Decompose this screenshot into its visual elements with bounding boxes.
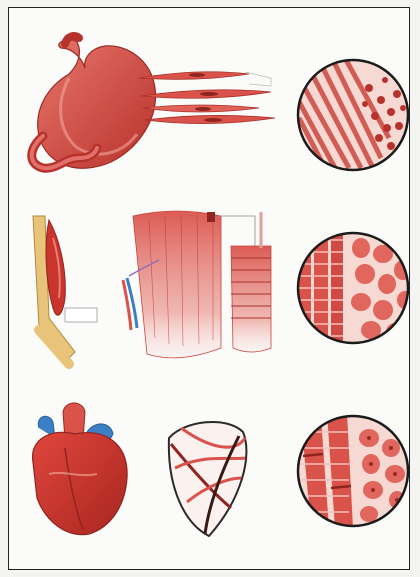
muscle-types-plate xyxy=(8,7,410,570)
arm-muscle-illustration xyxy=(33,216,97,364)
illustration-canvas xyxy=(9,8,411,571)
smooth-muscle-fibers xyxy=(139,72,275,124)
stomach-illustration xyxy=(32,36,156,168)
skeletal-muscle-bundle xyxy=(123,211,271,358)
cardiac-muscle-micrograph xyxy=(298,413,408,528)
skeletal-muscle-micrograph xyxy=(297,228,411,348)
heart-illustration xyxy=(33,403,128,535)
smooth-muscle-micrograph xyxy=(297,58,408,170)
cardiac-muscle-wall xyxy=(169,422,247,536)
myofibril-stack xyxy=(231,212,271,352)
